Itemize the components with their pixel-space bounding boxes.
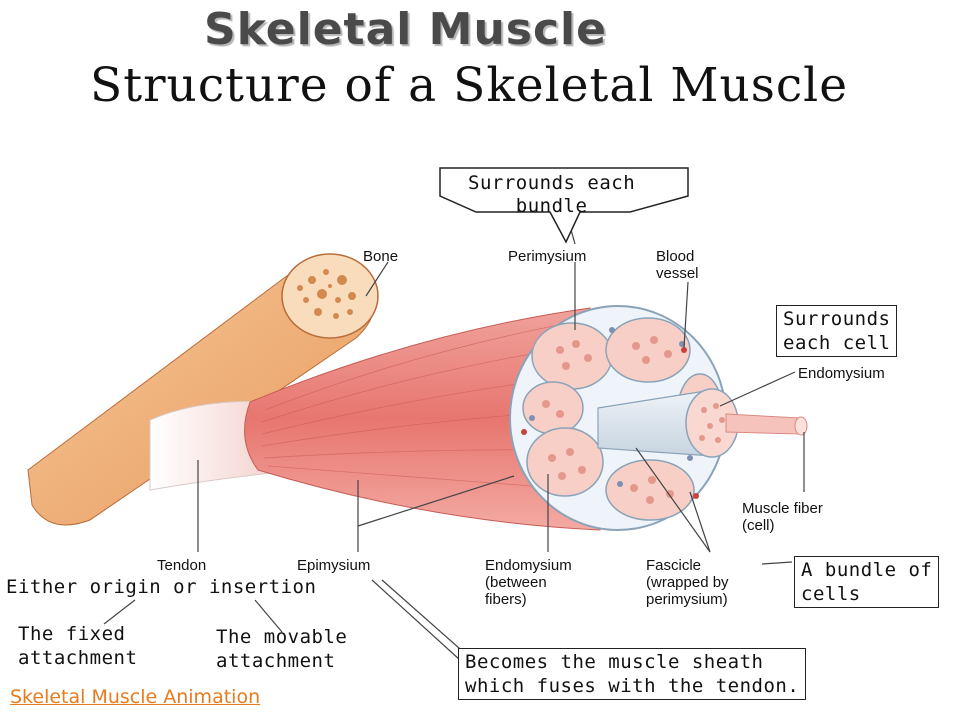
fascicle-callout-line1: A bundle of	[801, 559, 933, 581]
label-blood-vessel-line2: vessel	[656, 265, 699, 282]
label-fascicle: Fascicle (wrapped by perimysium)	[646, 557, 729, 608]
label-fascicle-line1: Fascicle	[646, 557, 702, 574]
label-endomysium-between: Endomysium (between fibers)	[485, 557, 572, 608]
label-endomysium-between-line2: (between	[485, 574, 547, 591]
perimysium-callout-line2: bundle	[515, 195, 588, 217]
fascicle-callout-line2: cells	[801, 583, 861, 605]
label-endomysium-between-line1: Endomysium	[485, 557, 572, 574]
label-epimysium: Epimysium	[297, 557, 371, 574]
label-blood-vessel-line1: Blood	[656, 248, 695, 265]
epimysium-callout-line2: which fuses with the tendon.	[465, 675, 800, 697]
endomysium-callout-line1: Surrounds	[783, 308, 891, 330]
endomysium-callout: Surrounds each cell	[776, 305, 898, 357]
slide-title: Skeletal Muscle	[204, 4, 607, 55]
skeletal-muscle-animation-link[interactable]: Skeletal Muscle Animation	[10, 686, 261, 708]
perimysium-callout-box	[439, 167, 689, 244]
label-fascicle-line3: perimysium)	[646, 591, 728, 608]
label-tendon: Tendon	[157, 557, 207, 574]
label-muscle-fiber-line2: (cell)	[742, 517, 775, 534]
diagram-title: Structure of a Skeletal Muscle	[90, 58, 849, 113]
fixed-attachment-line2: attachment	[18, 647, 138, 669]
tendon-note: Either origin or insertion	[6, 576, 317, 598]
perimysium-callout-line1: Surrounds each	[468, 172, 636, 194]
movable-attachment-line1: The movable	[216, 626, 348, 648]
muscle-fiber-shape	[725, 413, 808, 436]
label-muscle-fiber: Muscle fiber (cell)	[742, 500, 823, 534]
fascicle-callout: A bundle of cells	[794, 556, 940, 608]
endomysium-callout-line2: each cell	[783, 332, 891, 354]
movable-attachment-line2: attachment	[216, 650, 336, 672]
label-endomysium: Endomysium	[798, 365, 885, 382]
movable-attachment-note: The movable attachment	[216, 625, 347, 673]
label-endomysium-between-line3: fibers)	[485, 591, 527, 608]
fixed-attachment-note: The fixed attachment	[18, 622, 137, 670]
label-perimysium: Perimysium	[508, 248, 587, 265]
bone-shape	[27, 253, 379, 526]
label-fascicle-line2: (wrapped by	[646, 574, 729, 591]
fixed-attachment-line1: The fixed	[18, 623, 126, 645]
label-blood-vessel: Blood vessel	[656, 248, 699, 282]
label-muscle-fiber-line1: Muscle fiber	[742, 500, 823, 517]
perimysium-callout: Surrounds each bundle	[468, 172, 635, 218]
epimysium-callout: Becomes the muscle sheath which fuses wi…	[458, 648, 807, 700]
epimysium-callout-line1: Becomes the muscle sheath	[465, 651, 764, 673]
label-bone: Bone	[363, 248, 399, 265]
fascicle-shape	[597, 388, 739, 458]
